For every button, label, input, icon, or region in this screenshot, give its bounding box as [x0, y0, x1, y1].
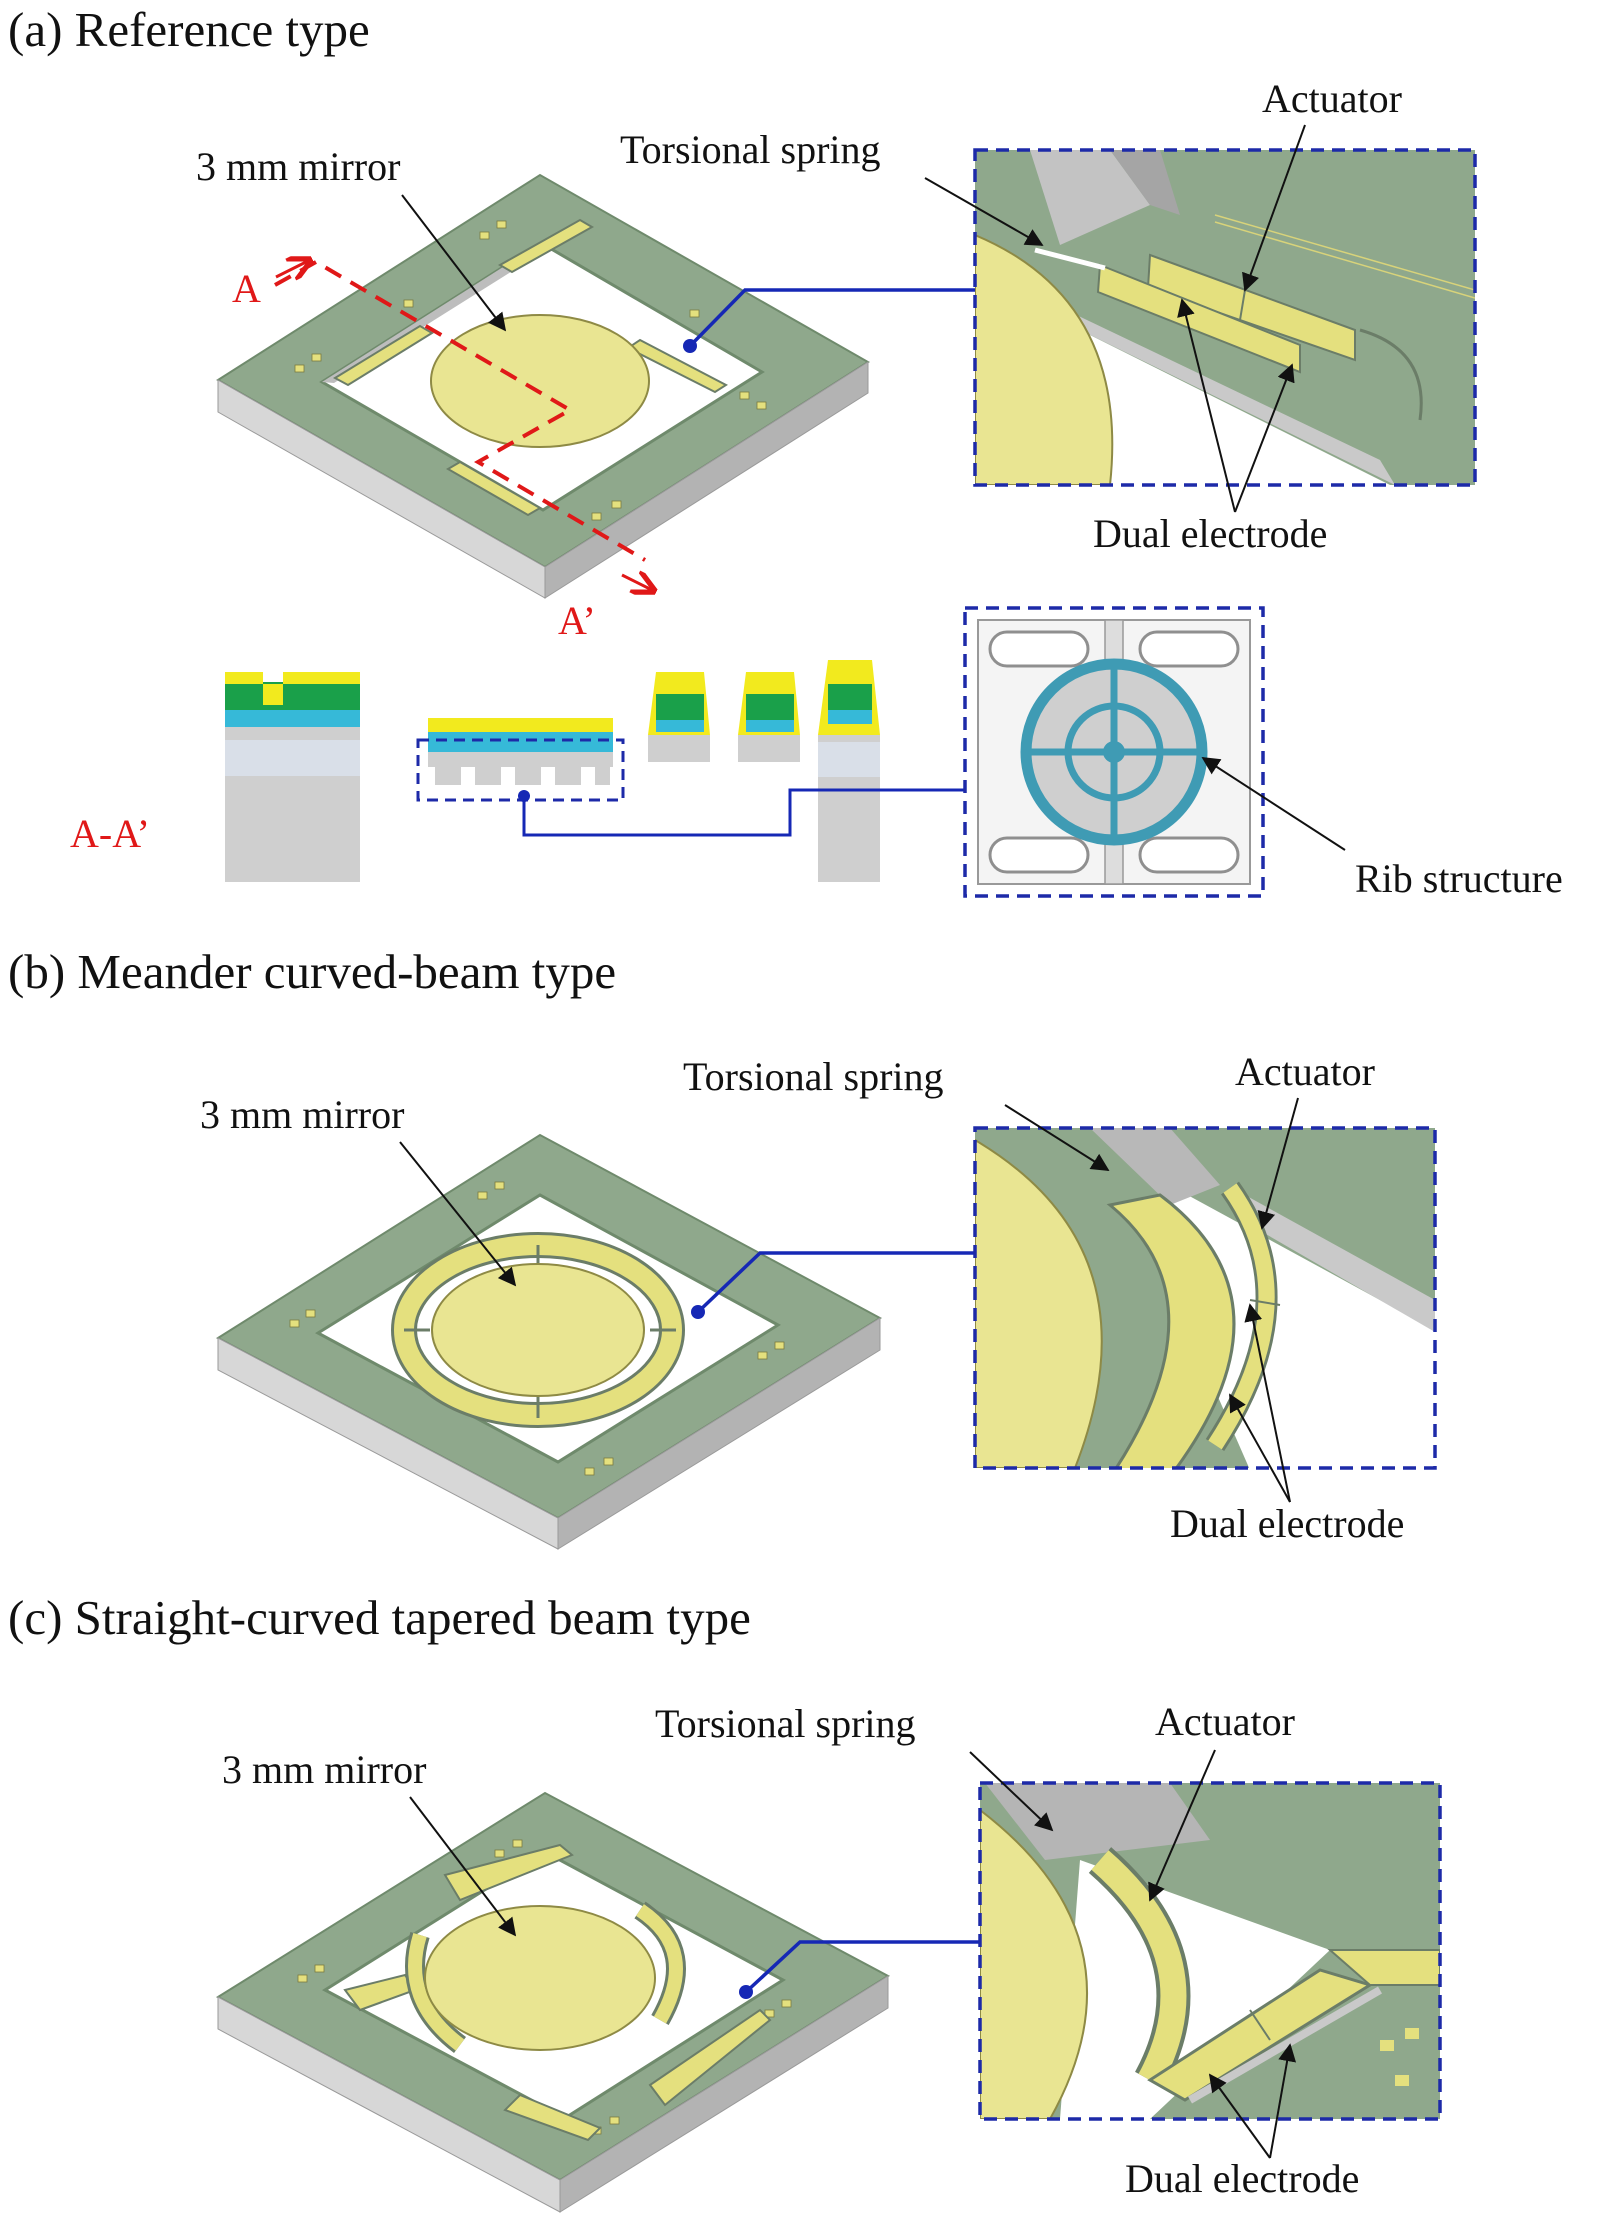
mirror-plate-c	[424, 1905, 656, 2051]
actuator-beams-a	[332, 218, 728, 517]
electrode-label-a: Dual electrode	[1093, 511, 1327, 556]
electrode-arrow-c2	[1269, 2043, 1297, 2159]
panel-a: (a) Reference type	[8, 2, 1563, 901]
spring-arrow-c	[969, 1751, 1054, 1832]
section-label: A-A’	[70, 811, 150, 856]
spring-label-b: Torsional spring	[683, 1054, 944, 1099]
spring-label-a: Torsional spring	[620, 127, 881, 172]
chip-meander	[216, 1133, 882, 1550]
actuator-arrow-a	[1242, 124, 1306, 292]
spring-arrow-b	[1004, 1104, 1110, 1171]
callout-b	[691, 1126, 1437, 1470]
electrode-arrow-c1	[1208, 2073, 1271, 2159]
mirror-label-b: 3 mm mirror	[200, 1092, 404, 1137]
spring-arrow-a	[924, 177, 1044, 246]
bond-pads-b	[289, 1181, 785, 1476]
electrode-arrow-a1	[1177, 298, 1236, 513]
rib-arrow	[1201, 757, 1346, 851]
panel-c-title: (c) Straight-curved tapered beam type	[8, 1590, 751, 1645]
actuator-label-b: Actuator	[1235, 1049, 1375, 1094]
cross-section	[225, 660, 965, 882]
actuator-label-a: Actuator	[1262, 76, 1402, 121]
cross-section-actuators	[648, 660, 880, 882]
panel-c: (c) Straight-curved tapered beam type	[8, 1590, 1442, 2213]
actuator-arrow-b	[1257, 1097, 1299, 1230]
chip-reference	[216, 173, 870, 599]
electrode-arrow-b2	[1229, 1393, 1291, 1503]
bond-pads-a	[294, 220, 767, 521]
spring-label-c: Torsional spring	[655, 1701, 916, 1746]
section-line	[274, 261, 652, 590]
electrode-arrow-b1	[1244, 1303, 1291, 1503]
mirror-arrow-c	[409, 1796, 517, 1937]
mirror-label-a: 3 mm mirror	[196, 144, 400, 189]
section-start-label: A	[232, 266, 261, 311]
callout-c	[739, 1781, 1442, 2121]
chip-tapered	[216, 1791, 891, 2213]
callout-a	[683, 148, 1477, 487]
mirror-label-c: 3 mm mirror	[222, 1747, 426, 1792]
electrode-label-c: Dual electrode	[1125, 2156, 1359, 2201]
mirror-arrow-a	[401, 194, 507, 332]
panel-b: (b) Meander curved-beam type 3 mm mirror	[8, 944, 1437, 1550]
mirror-arrow-b	[399, 1141, 517, 1287]
electrode-arrow-a2	[1234, 363, 1295, 513]
actuator-arrow-c	[1148, 1749, 1216, 1902]
panel-a-title: (a) Reference type	[8, 2, 370, 57]
panel-b-title: (b) Meander curved-beam type	[8, 944, 616, 999]
mirror-plate-a	[430, 314, 650, 448]
electrode-label-b: Dual electrode	[1170, 1501, 1404, 1546]
rib-label: Rib structure	[1355, 856, 1563, 901]
section-end-label: A’	[558, 598, 596, 643]
actuator-label-c: Actuator	[1155, 1699, 1295, 1744]
mirror-plate-b	[431, 1263, 645, 1397]
rib-callout	[963, 606, 1265, 898]
